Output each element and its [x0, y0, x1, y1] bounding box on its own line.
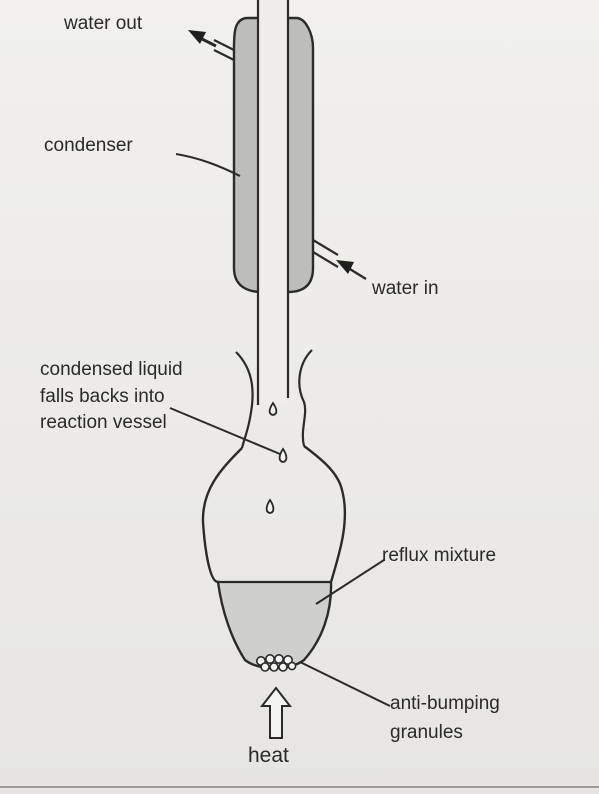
page-bottom-rule	[0, 786, 599, 788]
condensed-droplets	[265, 401, 288, 514]
water-in-arrowhead	[336, 260, 354, 274]
heat-label: heat	[248, 744, 289, 767]
anti-bumping-granules	[255, 653, 297, 672]
anti-bumping-pointer-line	[299, 661, 391, 707]
anti-bumping-granules-label: anti-bumping granules	[390, 693, 500, 743]
condensed-liquid-pointer-line	[169, 407, 281, 455]
water-in-side-arm	[312, 239, 339, 268]
heat-arrow-icon	[259, 686, 293, 739]
water-out-side-arm	[213, 39, 235, 61]
water-in-label: water in	[372, 278, 439, 299]
condenser-label: condenser	[44, 135, 133, 156]
flask-neck-left-flare	[235, 351, 254, 449]
condenser-pointer-line	[175, 153, 241, 177]
water-out-arrowhead	[188, 30, 206, 44]
reflux-mixture-liquid	[218, 582, 332, 668]
reflux-mixture-label: reflux mixture	[382, 545, 497, 566]
water-out-label: water out	[64, 13, 143, 34]
condenser-inner-tube	[258, 0, 288, 405]
flask-neck-right-flare	[298, 349, 313, 447]
reflux-mixture-pointer-line	[315, 559, 385, 605]
condensed-liquid-label: condensed liquid falls backs into reacti…	[40, 359, 183, 433]
